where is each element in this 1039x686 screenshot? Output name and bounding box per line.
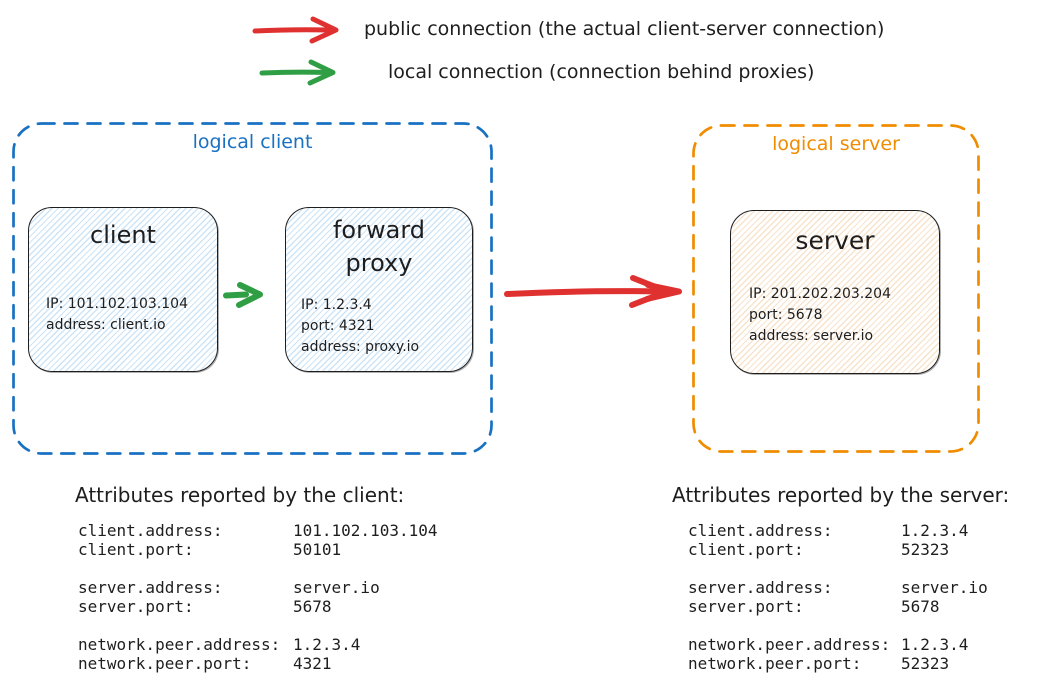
attr-key: network.peer.port: xyxy=(688,654,862,673)
attr-row: network.peer.address: 1.2.3.4 xyxy=(78,635,438,654)
server-node: server IP: 201.202.203.204 port: 5678 ad… xyxy=(730,210,940,374)
attr-key: network.peer.port: xyxy=(78,654,252,673)
attr-key: server.port: xyxy=(78,597,194,616)
server-report-table: client.address: 1.2.3.4 client.port: 523… xyxy=(688,521,988,673)
attr-value: 101.102.103.104 xyxy=(293,521,438,540)
attr-value: 1.2.3.4 xyxy=(293,635,361,654)
attr-row: network.peer.port: 4321 xyxy=(78,654,438,673)
client-report-title: Attributes reported by the client: xyxy=(75,483,405,507)
attr-row: network.peer.port: 52323 xyxy=(688,654,988,673)
attr-key: server.address: xyxy=(78,578,223,597)
attr-row: client.port: 50101 xyxy=(78,540,438,559)
client-node-title: client xyxy=(90,221,156,249)
server-report-group-server: server.address: server.io server.port: 5… xyxy=(688,578,988,616)
attr-row: client.port: 52323 xyxy=(688,540,988,559)
attr-key: client.port: xyxy=(78,540,194,559)
attr-row: server.address: server.io xyxy=(78,578,438,597)
client-node: client IP: 101.102.103.104 address: clie… xyxy=(28,207,218,372)
attr-key: client.port: xyxy=(688,540,804,559)
attr-row: client.address: 101.102.103.104 xyxy=(78,521,438,540)
client-report-group-server: server.address: server.io server.port: 5… xyxy=(78,578,438,616)
server-node-details: IP: 201.202.203.204 port: 5678 address: … xyxy=(749,284,891,347)
attr-row: server.port: 5678 xyxy=(78,597,438,616)
client-report-group-client: client.address: 101.102.103.104 client.p… xyxy=(78,521,438,559)
proxy-port: port: 4321 xyxy=(301,318,375,334)
client-node-details: IP: 101.102.103.104 address: client.io xyxy=(46,294,188,336)
attr-key: network.peer.address: xyxy=(688,635,891,654)
client-report-group-network-peer: network.peer.address: 1.2.3.4 network.pe… xyxy=(78,635,438,673)
public-connection-legend-label: public connection (the actual client-ser… xyxy=(364,18,885,40)
local-connection-legend-label: local connection (connection behind prox… xyxy=(388,61,815,83)
client-to-server-arrow-icon xyxy=(504,275,682,308)
attr-value: server.io xyxy=(293,578,380,597)
attr-value: 5678 xyxy=(901,597,940,616)
forward-proxy-node-title: forward proxy xyxy=(286,214,472,280)
attr-value: 1.2.3.4 xyxy=(901,635,969,654)
server-address: address: server.io xyxy=(749,328,874,344)
client-report-table: client.address: 101.102.103.104 client.p… xyxy=(78,521,438,673)
local-connection-arrow-icon xyxy=(259,59,336,86)
server-port: port: 5678 xyxy=(749,307,823,323)
attr-value: 52323 xyxy=(901,540,950,559)
logical-server-label: logical server xyxy=(772,133,900,155)
server-node-title: server xyxy=(795,226,875,255)
attr-value: 52323 xyxy=(901,654,950,673)
attr-key: server.address: xyxy=(688,578,833,597)
forward-proxy-title-line1: forward xyxy=(332,216,425,244)
forward-proxy-title-line2: proxy xyxy=(345,249,413,277)
client-ip: IP: 101.102.103.104 xyxy=(46,296,188,312)
client-address: address: client.io xyxy=(46,317,166,333)
attr-key: server.port: xyxy=(688,597,804,616)
server-report-group-network-peer: network.peer.address: 1.2.3.4 network.pe… xyxy=(688,635,988,673)
attr-row: server.address: server.io xyxy=(688,578,988,597)
proxy-ip: IP: 1.2.3.4 xyxy=(301,297,372,313)
server-report-group-client: client.address: 1.2.3.4 client.port: 523… xyxy=(688,521,988,559)
attr-value: server.io xyxy=(901,578,988,597)
attr-key: client.address: xyxy=(688,521,833,540)
attr-value: 4321 xyxy=(293,654,332,673)
logical-client-boundary xyxy=(12,122,493,455)
server-report-title: Attributes reported by the server: xyxy=(672,483,1010,507)
attr-row: network.peer.address: 1.2.3.4 xyxy=(688,635,988,654)
attr-row: server.port: 5678 xyxy=(688,597,988,616)
logical-server-boundary xyxy=(692,124,980,453)
attr-row: client.address: 1.2.3.4 xyxy=(688,521,988,540)
server-ip: IP: 201.202.203.204 xyxy=(749,286,891,302)
attr-value: 5678 xyxy=(293,597,332,616)
proxy-address: address: proxy.io xyxy=(301,339,420,355)
client-to-proxy-arrow-icon xyxy=(223,282,263,308)
forward-proxy-node-details: IP: 1.2.3.4 port: 4321 address: proxy.io xyxy=(301,295,419,358)
attr-key: client.address: xyxy=(78,521,223,540)
public-connection-arrow-icon xyxy=(252,16,339,44)
attr-key: network.peer.address: xyxy=(78,635,281,654)
forward-proxy-node: forward proxy IP: 1.2.3.4 port: 4321 add… xyxy=(285,207,473,372)
logical-client-label: logical client xyxy=(192,131,313,153)
attr-value: 50101 xyxy=(293,540,342,559)
attr-value: 1.2.3.4 xyxy=(901,521,969,540)
